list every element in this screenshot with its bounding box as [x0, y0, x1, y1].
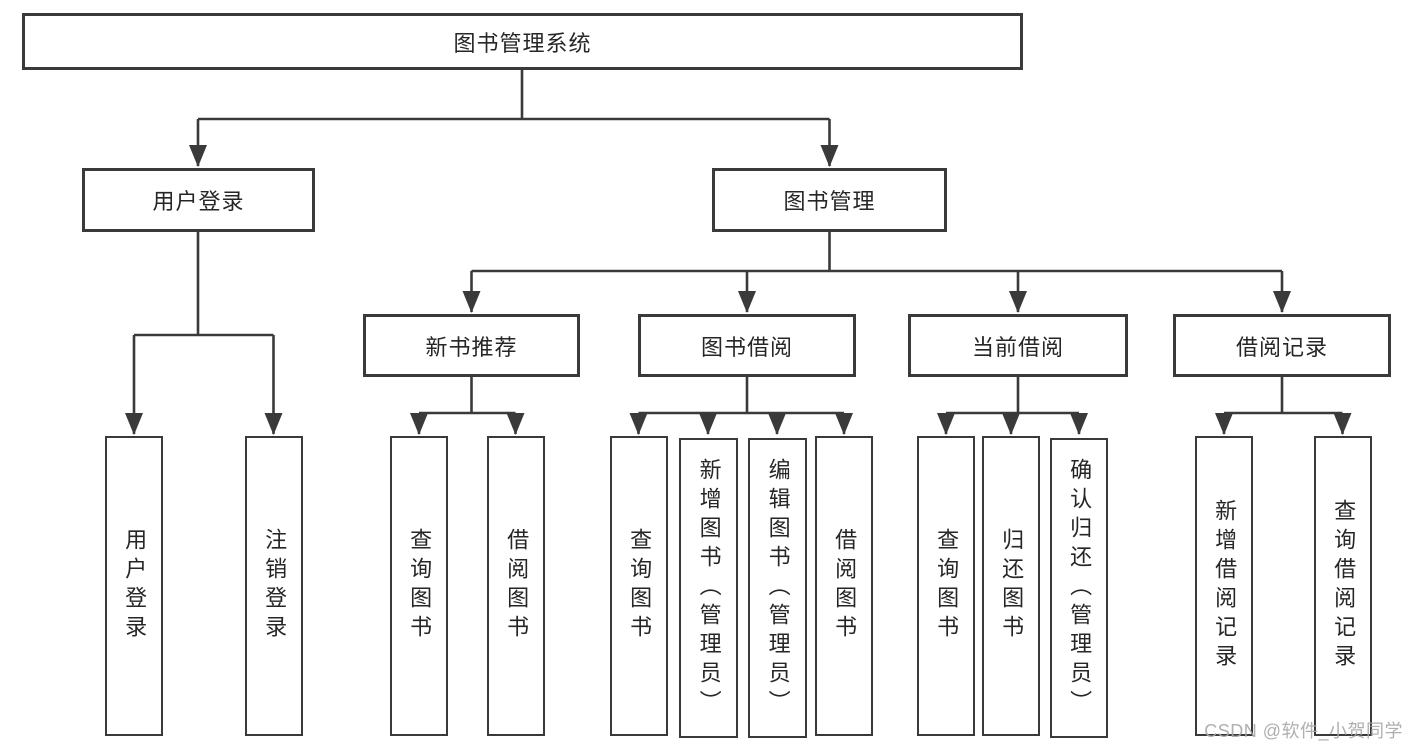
- leaf-borrow-edit: 编辑图书（管理员）: [748, 438, 807, 738]
- leaf-newbook-borrow: 借阅图书: [487, 436, 545, 736]
- node-new-book-recommend-label: 新书推荐: [425, 334, 518, 360]
- node-book-borrow-label: 图书借阅: [700, 334, 793, 360]
- leaf-current-return-label: 归还图书: [999, 528, 1025, 644]
- leaf-record-add: 新增借阅记录: [1195, 436, 1253, 736]
- node-borrow-record-label: 借阅记录: [1235, 334, 1328, 360]
- leaf-current-confirm-label: 确认归还（管理员）: [1067, 457, 1093, 719]
- leaf-borrow-add: 新增图书（管理员）: [679, 438, 738, 738]
- watermark: CSDN @软件_小贺同学: [1204, 721, 1403, 741]
- node-borrow-record: 借阅记录: [1173, 314, 1391, 377]
- leaf-current-query-label: 查询图书: [934, 528, 960, 644]
- node-current-borrow: 当前借阅: [908, 314, 1128, 377]
- leaf-borrow-book: 借阅图书: [815, 436, 873, 736]
- leaf-borrow-add-label: 新增图书（管理员）: [696, 457, 722, 719]
- node-user-login: 用户登录: [82, 168, 315, 232]
- node-root: 图书管理系统: [22, 13, 1023, 70]
- leaf-user-login-label: 用户登录: [122, 528, 148, 644]
- leaf-borrow-query-label: 查询图书: [627, 528, 653, 644]
- node-current-borrow-label: 当前借阅: [971, 334, 1064, 360]
- leaf-borrow-query: 查询图书: [610, 436, 668, 736]
- leaf-newbook-borrow-label: 借阅图书: [504, 528, 530, 644]
- leaf-logout-label: 注销登录: [262, 528, 288, 644]
- leaf-current-confirm: 确认归还（管理员）: [1050, 438, 1108, 738]
- leaf-record-query: 查询借阅记录: [1314, 436, 1372, 736]
- node-book-management-label: 图书管理: [783, 189, 876, 214]
- leaf-newbook-query: 查询图书: [390, 436, 448, 736]
- leaf-logout: 注销登录: [245, 436, 303, 736]
- node-user-login-label: 用户登录: [152, 189, 245, 214]
- leaf-record-query-label: 查询借阅记录: [1331, 499, 1357, 673]
- leaf-current-query: 查询图书: [917, 436, 975, 736]
- node-new-book-recommend: 新书推荐: [363, 314, 580, 377]
- leaf-newbook-query-label: 查询图书: [407, 528, 433, 644]
- leaf-borrow-edit-label: 编辑图书（管理员）: [765, 457, 791, 719]
- node-book-borrow: 图书借阅: [638, 314, 856, 377]
- node-book-management: 图书管理: [712, 168, 947, 232]
- leaf-borrow-book-label: 借阅图书: [832, 528, 858, 644]
- leaf-user-login: 用户登录: [105, 436, 163, 736]
- leaf-record-add-label: 新增借阅记录: [1212, 499, 1238, 673]
- node-root-label: 图书管理系统: [453, 30, 592, 56]
- leaf-current-return: 归还图书: [982, 436, 1040, 736]
